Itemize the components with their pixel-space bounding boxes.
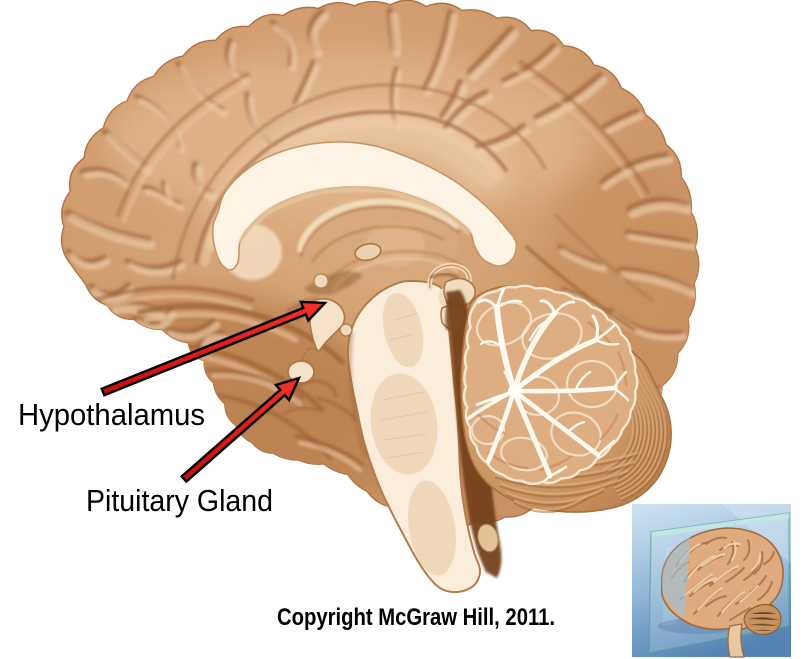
svg-text:Hypothalamus: Hypothalamus [18, 397, 205, 432]
svg-text:Copyright McGraw Hill, 2011.: Copyright McGraw Hill, 2011. [277, 604, 555, 631]
svg-text:Pituitary Gland: Pituitary Gland [86, 483, 273, 518]
